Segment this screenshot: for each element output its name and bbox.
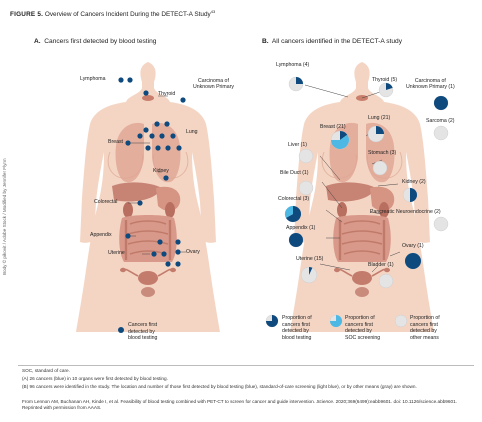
b-label-ovary: Ovary (1) bbox=[402, 243, 424, 249]
blood-test-dot bbox=[164, 121, 170, 127]
blood-test-dot bbox=[163, 175, 169, 181]
pie-thyroid bbox=[378, 82, 394, 98]
blood-test-dot bbox=[151, 251, 157, 257]
b-label-breast: Breast (21) bbox=[320, 124, 346, 130]
b-label-lymphoma: Lymphoma (4) bbox=[276, 62, 310, 68]
b-legend-soc: Proportion of cancers first detected by … bbox=[345, 315, 381, 341]
b-label-bladder: Bladder (1) bbox=[368, 262, 394, 268]
pie-colorectal bbox=[284, 205, 302, 223]
pie-pancreatic bbox=[433, 216, 449, 232]
blood-test-dot bbox=[149, 133, 155, 139]
pie-uterine bbox=[300, 266, 318, 284]
footnote-b: (B) 96 cancers were identified in the st… bbox=[22, 384, 417, 389]
pie-lung bbox=[367, 125, 385, 143]
b-label-pancreatic: Pancreatic Neuroendocrine (2) bbox=[370, 209, 441, 215]
pie-kidney bbox=[402, 187, 418, 203]
a-label-lymphoma: Lymphoma bbox=[80, 76, 106, 82]
b-label-liver: Liver (1) bbox=[288, 142, 308, 148]
pie-breast bbox=[330, 130, 350, 150]
a-label-lung: Lung bbox=[186, 129, 198, 135]
pie-carcinoma bbox=[433, 95, 449, 111]
blood-test-dot bbox=[161, 251, 167, 257]
pie-liver bbox=[298, 148, 314, 164]
pie-bladder bbox=[378, 273, 394, 289]
blood-test-dot bbox=[118, 77, 124, 83]
a-label-carcinoma: Carcinoma of Unknown Primary bbox=[193, 78, 234, 90]
blood-test-dot bbox=[143, 90, 149, 96]
footnote-divider bbox=[18, 365, 474, 366]
pie-appendix bbox=[288, 232, 304, 248]
figure-title: FIGURE 5. Overview of Cancers Incident D… bbox=[10, 9, 216, 19]
blood-test-dot bbox=[165, 145, 171, 151]
b-label-kidney: Kidney (2) bbox=[402, 179, 426, 185]
legend-blood-dot bbox=[118, 327, 124, 333]
blood-test-dot bbox=[125, 140, 131, 146]
footnote-source: From Lennon AM, Buchanan AH, Kinde I, et… bbox=[22, 399, 458, 411]
blood-test-dot bbox=[180, 97, 186, 103]
blood-test-dot bbox=[175, 239, 181, 245]
blood-test-dot bbox=[165, 261, 171, 267]
blood-test-dot bbox=[137, 200, 143, 206]
blood-test-dot bbox=[175, 261, 181, 267]
blood-test-dot bbox=[143, 127, 149, 133]
a-label-colorectal: Colorectal bbox=[94, 199, 118, 205]
b-label-colorectal: Colorectal (3) bbox=[278, 196, 310, 202]
legend-pie-other bbox=[394, 314, 408, 328]
blood-test-dot bbox=[125, 233, 131, 239]
pie-lymphoma bbox=[288, 76, 304, 92]
blood-test-dot bbox=[155, 145, 161, 151]
a-legend-text: Cancers first detected by blood testing bbox=[128, 322, 158, 341]
panel-a-title: A. Cancers first detected by blood testi… bbox=[34, 38, 157, 45]
b-label-carcinoma: Carcinoma of Unknown Primary (1) bbox=[406, 78, 455, 90]
blood-test-dot bbox=[175, 249, 181, 255]
blood-test-dot bbox=[170, 133, 176, 139]
body-diagrams bbox=[74, 60, 449, 334]
proportion-pies bbox=[284, 76, 449, 289]
b-label-uterine: Uterine (15) bbox=[296, 256, 324, 262]
a-label-uterine: Uterine bbox=[108, 250, 125, 256]
a-label-breast: Breast bbox=[108, 139, 123, 145]
blood-test-dot bbox=[157, 239, 163, 245]
blood-test-dots bbox=[118, 77, 186, 267]
a-label-thyroid: Thyroid bbox=[158, 91, 176, 97]
blood-test-dot bbox=[176, 145, 182, 151]
b-label-appendix: Appendix (1) bbox=[286, 225, 316, 231]
footnote-soc: SOC, standard of care. bbox=[22, 368, 70, 373]
pie-stomach bbox=[372, 160, 388, 176]
pie-bile bbox=[298, 180, 314, 196]
pie-sarcoma bbox=[433, 125, 449, 141]
legend-pie-soc bbox=[329, 314, 343, 328]
b-label-bile: Bile Duct (1) bbox=[280, 170, 309, 176]
a-label-ovary: Ovary bbox=[186, 249, 200, 255]
b-legend-blood: Proportion of cancers first detected by … bbox=[282, 315, 312, 341]
footnote-a: (A) 26 cancers (blue) in 10 organs were … bbox=[22, 376, 168, 381]
a-label-appendix: Appendix bbox=[90, 232, 112, 238]
b-label-sarcoma: Sarcoma (2) bbox=[426, 118, 455, 124]
blood-test-dot bbox=[127, 77, 133, 83]
panel-b-title: B. All cancers identified in the DETECT-… bbox=[262, 38, 403, 45]
a-label-kidney: Kidney bbox=[153, 168, 169, 174]
b-label-thyroid: Thyroid (5) bbox=[372, 77, 398, 83]
blood-test-dot bbox=[145, 145, 151, 151]
legend-pie-blood bbox=[265, 314, 279, 328]
blood-test-dot bbox=[159, 133, 165, 139]
b-label-lung: Lung (21) bbox=[368, 115, 391, 121]
b-label-stomach: Stomach (3) bbox=[368, 150, 397, 156]
b-legend-other: Proportion of cancers first detected by … bbox=[410, 315, 440, 341]
blood-test-dot bbox=[154, 121, 160, 127]
pie-ovary bbox=[404, 252, 422, 270]
blood-test-dot bbox=[137, 133, 143, 139]
